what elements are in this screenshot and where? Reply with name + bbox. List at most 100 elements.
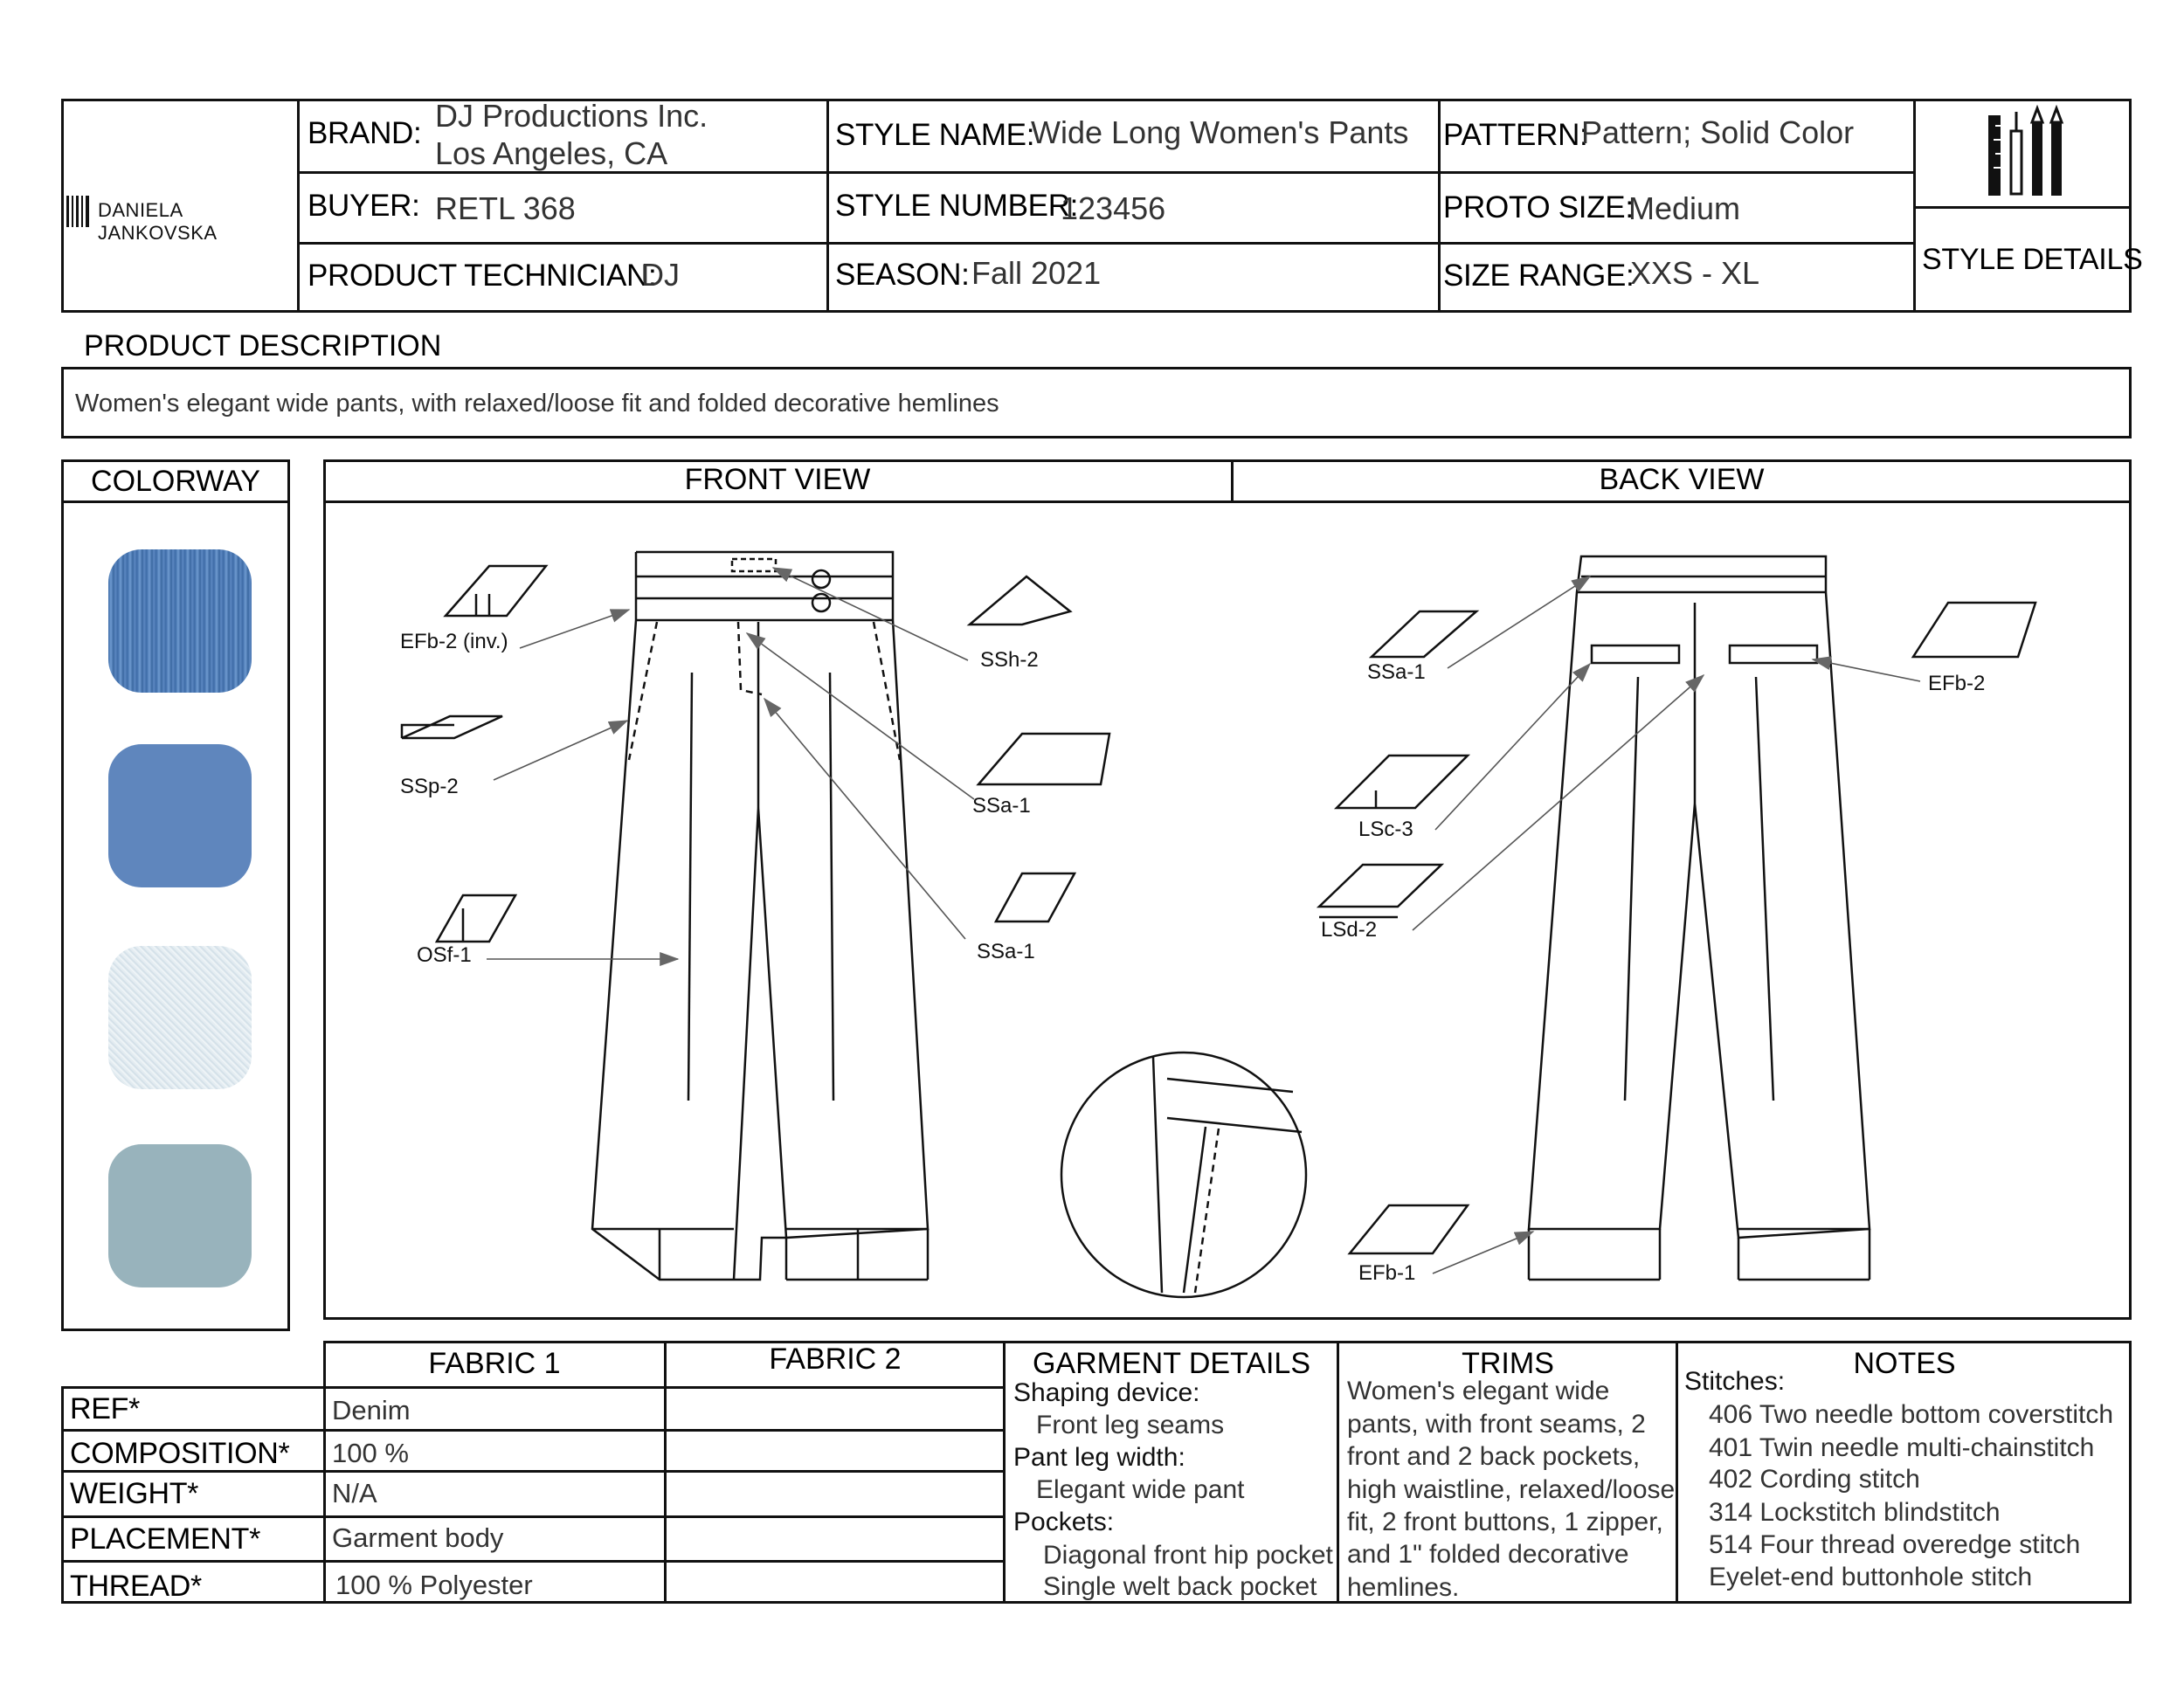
fabric-row-value: Garment body xyxy=(332,1522,504,1553)
brand-value-line1: DJ Productions Inc. xyxy=(435,98,708,134)
logo-text: DANIELA JANKOVSKA xyxy=(98,199,218,244)
notes-line: 402 Cording stitch xyxy=(1709,1465,1920,1494)
style-number-label: STYLE NUMBER: xyxy=(835,189,1079,223)
proto-size-label: PROTO SIZE: xyxy=(1443,190,1634,224)
trims-line: pants, with front seams, 2 xyxy=(1347,1410,1646,1439)
tools-icon xyxy=(1981,104,2069,199)
notes-line: 401 Twin needle multi-chainstitch xyxy=(1709,1433,2095,1462)
fabric1-header: FABRIC 1 xyxy=(428,1347,561,1380)
callout-back-4: EFb-2 xyxy=(1928,672,1985,695)
trims-line: front and 2 back pockets, xyxy=(1347,1442,1641,1471)
trims-line: and 1" folded decorative xyxy=(1347,1540,1629,1569)
brand-value-line2: Los Angeles, CA xyxy=(435,135,668,171)
garment-detail-line: Single welt back pocket xyxy=(1043,1572,1317,1601)
fabric2-header: FABRIC 2 xyxy=(769,1343,902,1376)
fabric-row-label: THREAD* xyxy=(70,1570,202,1603)
callout-back-5: EFb-1 xyxy=(1358,1261,1415,1285)
callout-front-6: SSa-1 xyxy=(977,940,1035,963)
pattern-value: Pattern; Solid Color xyxy=(1581,114,1855,150)
row-line xyxy=(61,1470,1005,1473)
season-value: Fall 2021 xyxy=(971,255,1102,291)
header-divider xyxy=(1913,99,1916,313)
garment-detail-line: Shaping device: xyxy=(1013,1378,1200,1407)
front-pants-drawing xyxy=(591,550,930,1281)
season-label: SEASON: xyxy=(835,258,970,292)
col-divider xyxy=(1676,1341,1678,1604)
garment-detail-line: Elegant wide pant xyxy=(1036,1475,1245,1504)
fabric-row-label: COMPOSITION* xyxy=(70,1437,290,1470)
fabric-row-value: 100 % xyxy=(332,1438,409,1468)
notes-line: Stitches: xyxy=(1684,1367,1786,1396)
style-number-value: 123456 xyxy=(1061,190,1166,226)
trims-line: high waistline, relaxed/loose xyxy=(1347,1475,1676,1504)
tech-label: PRODUCT TECHNICIAN: xyxy=(308,259,657,293)
detail-circle xyxy=(1060,1051,1308,1299)
header-row-line xyxy=(297,171,1915,174)
pattern-label: PATTERN: xyxy=(1443,118,1588,152)
garment-detail-line: Pockets: xyxy=(1013,1508,1115,1536)
trims-line: Women's elegant wide xyxy=(1347,1377,1610,1405)
brand-label: BRAND: xyxy=(308,116,422,150)
header-frame xyxy=(61,99,2132,313)
tech-value: DJ xyxy=(641,257,680,293)
product-description-text: Women's elegant wide pants, with relaxed… xyxy=(75,390,999,418)
colorway-frame xyxy=(61,459,290,1331)
notes-line: 314 Lockstitch blindstitch xyxy=(1709,1498,2001,1527)
colorway-divider xyxy=(61,500,290,503)
notes-title: NOTES xyxy=(1853,1347,1956,1380)
swatch-solid-blue xyxy=(108,744,252,887)
callout-back-2: LSc-3 xyxy=(1358,818,1413,841)
header-divider xyxy=(826,99,829,313)
notes-line: Eyelet-end buttonhole stitch xyxy=(1709,1563,2033,1591)
size-range-value: XXS - XL xyxy=(1630,255,1760,291)
technical-drawing: EFb-2 (inv.) SSp-2 OSf-1 SSh-2 SSa-1 SSa… xyxy=(400,550,2037,1299)
header-divider xyxy=(1438,99,1441,313)
style-name-value: Wide Long Women's Pants xyxy=(1031,114,1409,150)
callout-front-3: OSf-1 xyxy=(417,943,472,967)
swatch-denim-stripe xyxy=(108,549,252,693)
trims-title: TRIMS xyxy=(1462,1347,1554,1380)
logo-icon xyxy=(66,196,89,227)
row-line xyxy=(61,1386,1005,1389)
garment-detail-line: Front leg seams xyxy=(1036,1411,1225,1439)
views-frame xyxy=(323,459,2132,1320)
buyer-label: BUYER: xyxy=(308,189,420,223)
callout-front-5: SSa-1 xyxy=(972,794,1031,818)
callout-back-3: LSd-2 xyxy=(1321,918,1377,942)
style-details-label: STYLE DETAILS xyxy=(1922,243,2143,276)
notes-line: 406 Two needle bottom coverstitch xyxy=(1709,1400,2114,1429)
notes-line: 514 Four thread overedge stitch xyxy=(1709,1530,2081,1559)
colorway-title: COLORWAY xyxy=(91,465,260,498)
fabric-row-value: N/A xyxy=(332,1478,377,1508)
trims-line: hemlines. xyxy=(1347,1573,1460,1602)
style-name-label: STYLE NAME: xyxy=(835,118,1035,152)
header-row-line xyxy=(297,242,1915,245)
header-row-line xyxy=(1913,206,2132,209)
views-header-line xyxy=(323,500,2132,503)
callout-front-1: EFb-2 (inv.) xyxy=(400,630,508,653)
garment-detail-line: Diagonal front hip pocket xyxy=(1043,1541,1333,1570)
callout-front-2: SSp-2 xyxy=(400,775,459,798)
fabric-row-label: PLACEMENT* xyxy=(70,1522,261,1556)
col-divider xyxy=(1337,1341,1339,1604)
trims-line: fit, 2 front buttons, 1 zipper, xyxy=(1347,1508,1663,1536)
proto-size-value: Medium xyxy=(1628,190,1741,226)
callout-back-1: SSa-1 xyxy=(1367,660,1426,684)
garment-detail-line: Pant leg width: xyxy=(1013,1443,1185,1472)
views-divider xyxy=(1231,459,1234,502)
back-pants-drawing xyxy=(1527,555,1871,1281)
fabric-row-label: WEIGHT* xyxy=(70,1477,199,1510)
logo: DANIELA JANKOVSKA xyxy=(65,194,294,244)
garment-details-title: GARMENT DETAILS xyxy=(1032,1347,1311,1380)
back-view-title: BACK VIEW xyxy=(1599,463,1765,496)
front-view-title: FRONT VIEW xyxy=(684,463,871,496)
row-line xyxy=(61,1429,1005,1432)
fabric-row-label: REF* xyxy=(70,1392,141,1425)
fabric-row-value: Denim xyxy=(332,1395,411,1425)
row-line xyxy=(61,1515,1005,1518)
fabric-row-value: 100 % Polyester xyxy=(335,1570,533,1600)
row-line xyxy=(61,1560,1005,1563)
callout-front-4: SSh-2 xyxy=(980,648,1039,672)
swatch-light-denim xyxy=(108,946,252,1089)
product-description-box xyxy=(61,367,2132,438)
